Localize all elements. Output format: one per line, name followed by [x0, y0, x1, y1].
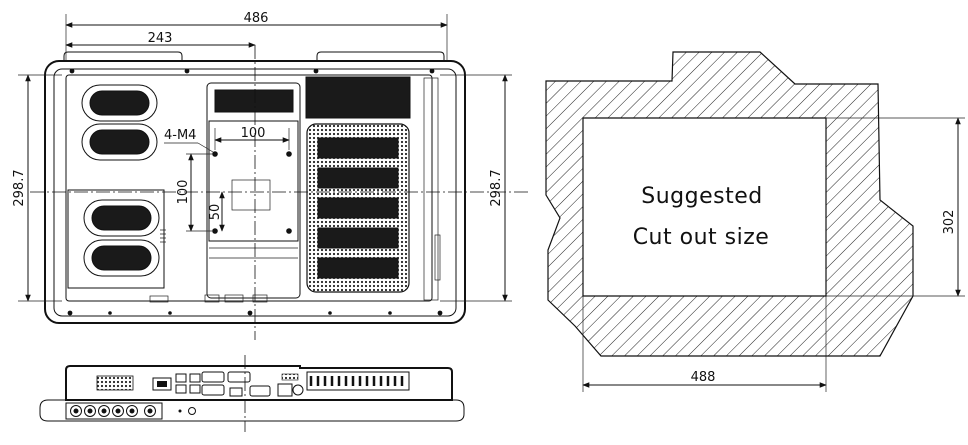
- cutout-title-line2: Cut out size: [633, 225, 770, 250]
- side-chassis: [65, 365, 453, 401]
- right-rail: [423, 77, 439, 301]
- vesa-mount-plate: [206, 82, 301, 299]
- bezel-screws: [67, 68, 443, 316]
- dim-vesa-v-label: 100: [176, 180, 191, 205]
- dim-243-label: 243: [148, 31, 173, 46]
- side-front-buttons: [65, 402, 196, 420]
- side-terminal-block: [306, 371, 410, 391]
- top-tab-right: [316, 51, 445, 61]
- dim-vesa-50: 50: [208, 191, 225, 232]
- dim-302: 302: [826, 117, 965, 297]
- dim-height-left-label: 298.7: [12, 169, 27, 206]
- screw-callout: 4-M4: [164, 128, 214, 153]
- dim-height-left: 298.7: [12, 74, 62, 302]
- screw-callout-label: 4-M4: [164, 128, 196, 143]
- rear-bottom-ports: [149, 294, 268, 303]
- dim-486: 486: [65, 11, 448, 60]
- top-tab-left: [63, 51, 183, 61]
- dim-302-label: 302: [942, 210, 957, 235]
- dim-486-label: 486: [244, 11, 269, 26]
- dim-vesa-v: 100: [176, 153, 212, 232]
- dim-243: 243: [65, 31, 256, 48]
- side-vent-grille: [96, 375, 134, 391]
- dim-vesa-h-label: 100: [241, 126, 266, 141]
- side-ports: [152, 371, 304, 397]
- center-lines: [30, 45, 530, 340]
- rear-panel: [65, 74, 433, 302]
- speaker-vents: [67, 84, 166, 289]
- cutout-title-line1: Suggested: [641, 184, 762, 209]
- dim-488-label: 488: [691, 370, 716, 385]
- top-right-vent: [305, 76, 411, 119]
- rear-view: 486 243 298.7 298.7 100 4: [12, 11, 530, 340]
- side-bezel: [39, 399, 465, 422]
- dim-vesa-h: 100: [214, 126, 290, 150]
- dim-vesa-50-label: 50: [208, 204, 223, 221]
- bottom-side-view: [39, 355, 465, 432]
- perforated-panel: [306, 123, 410, 293]
- dim-height-right: 298.7: [440, 74, 512, 302]
- dim-height-right-label: 298.7: [489, 169, 504, 206]
- vesa-holes: [212, 151, 292, 234]
- cutout-view: Suggested Cut out size 302 488: [545, 51, 965, 392]
- dim-488: 488: [582, 296, 827, 392]
